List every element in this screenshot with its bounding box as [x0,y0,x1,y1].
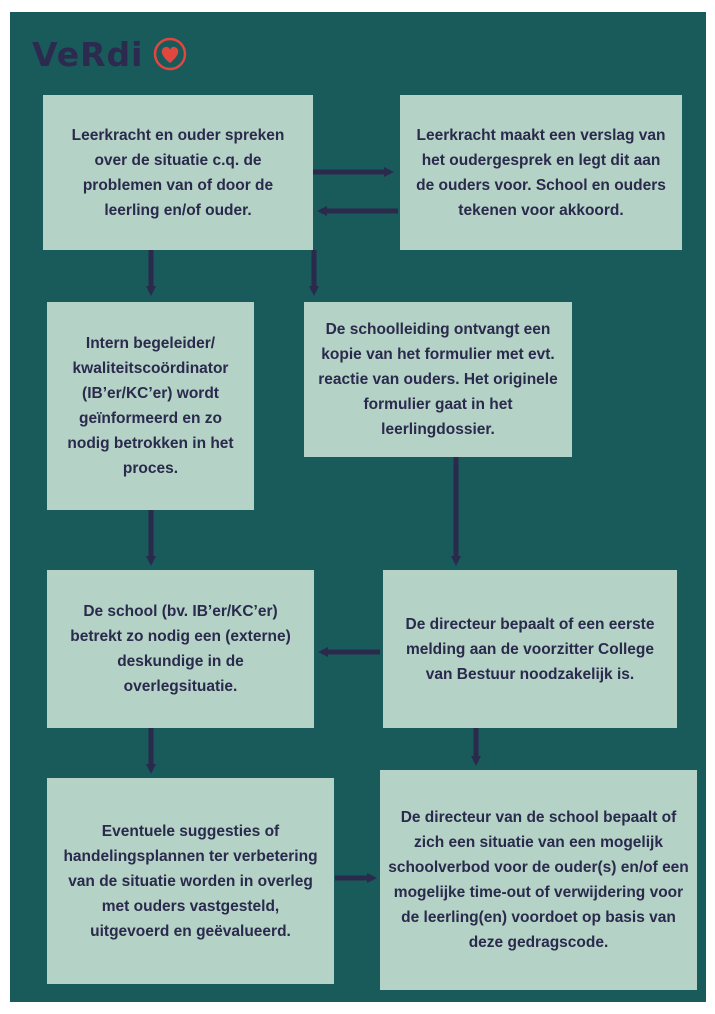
flow-arrows [146,167,481,883]
step-suggestions-plans: Eventuele suggesties of handelingsplanne… [47,778,334,984]
step-schoolleiding-copy: De schoolleiding ontvangt een kopie van … [304,302,572,457]
step-teacher-parent-talk: Leerkracht en ouder spreken over de situ… [43,95,313,250]
logo-text: VeRdi [32,34,144,74]
flowchart-page: VeRdi [10,12,706,1002]
verdi-logo: VeRdi [32,32,187,76]
step-conversation-report: Leerkracht maakt een verslag van het oud… [400,95,682,250]
heart-icon [154,37,187,71]
step-external-expert: De school (bv. IB’er/KC’er) betrekt zo n… [47,570,314,728]
step-director-school-ban: De directeur van de school bepaalt of zi… [380,770,697,990]
step-director-first-report: De directeur bepaalt of een eerste meldi… [383,570,677,728]
step-intern-begeleider: Intern begeleider/ kwaliteitscoördinator… [47,302,254,510]
